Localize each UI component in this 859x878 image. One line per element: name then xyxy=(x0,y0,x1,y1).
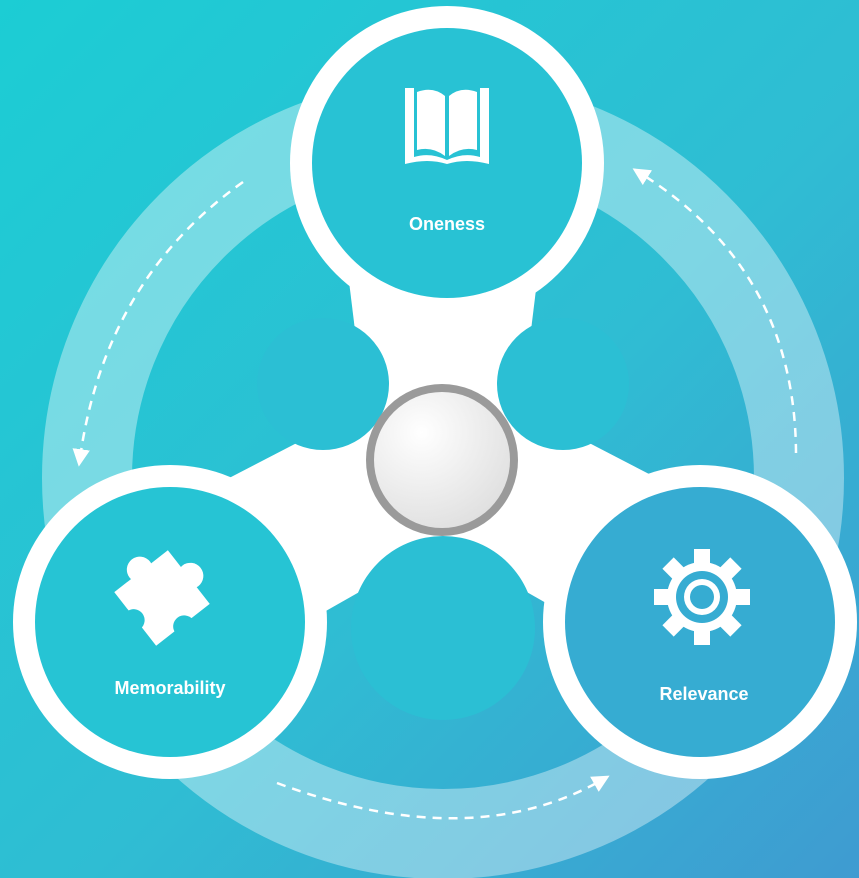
node-label-relevance: Relevance xyxy=(659,684,748,704)
arrow-memorability-to-relevance xyxy=(276,775,610,820)
open-book-icon xyxy=(405,88,489,164)
arrow-relevance-to-oneness xyxy=(632,168,798,454)
node-label-memorability: Memorability xyxy=(114,678,225,698)
cutout-left-upper xyxy=(257,318,389,450)
gear-icon xyxy=(654,549,750,645)
cutout-bottom xyxy=(351,536,535,720)
spinner-cutouts xyxy=(257,318,629,720)
puzzle-piece-icon xyxy=(114,550,210,646)
center-hub xyxy=(374,392,510,528)
cutout-right-upper xyxy=(497,318,629,450)
node-label-oneness: Oneness xyxy=(409,214,485,234)
arrow-oneness-to-memorability xyxy=(72,180,244,467)
